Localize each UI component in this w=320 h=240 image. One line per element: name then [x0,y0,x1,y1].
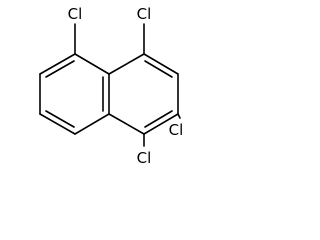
bond-ring-left-1-double [45,60,75,78]
bond-ring-left-3-double [45,110,75,128]
bond-ring-right-4 [143,113,179,135]
structure-diagram: Cl Cl Cl Cl [39,5,184,167]
bond-cl-right [177,113,181,119]
bond-ring-left-5 [74,53,110,75]
bond-ring-left-4 [74,113,110,135]
atom-label-cl-top-left: Cl [68,5,83,23]
bond-ring-right-4-double [144,110,173,128]
atom-label-cl-top-right: Cl [137,5,152,23]
bond-ring-right-2-double [144,60,173,78]
bond-ring-right-2 [143,53,179,75]
bond-ring-left-1 [39,53,76,75]
bond-ring-right-5 [108,113,145,135]
atom-label-cl-right: Cl [169,121,184,139]
atom-label-cl-bottom: Cl [137,149,152,167]
bond-ring-right-1 [108,53,145,75]
bond-ring-left-3 [39,113,76,135]
